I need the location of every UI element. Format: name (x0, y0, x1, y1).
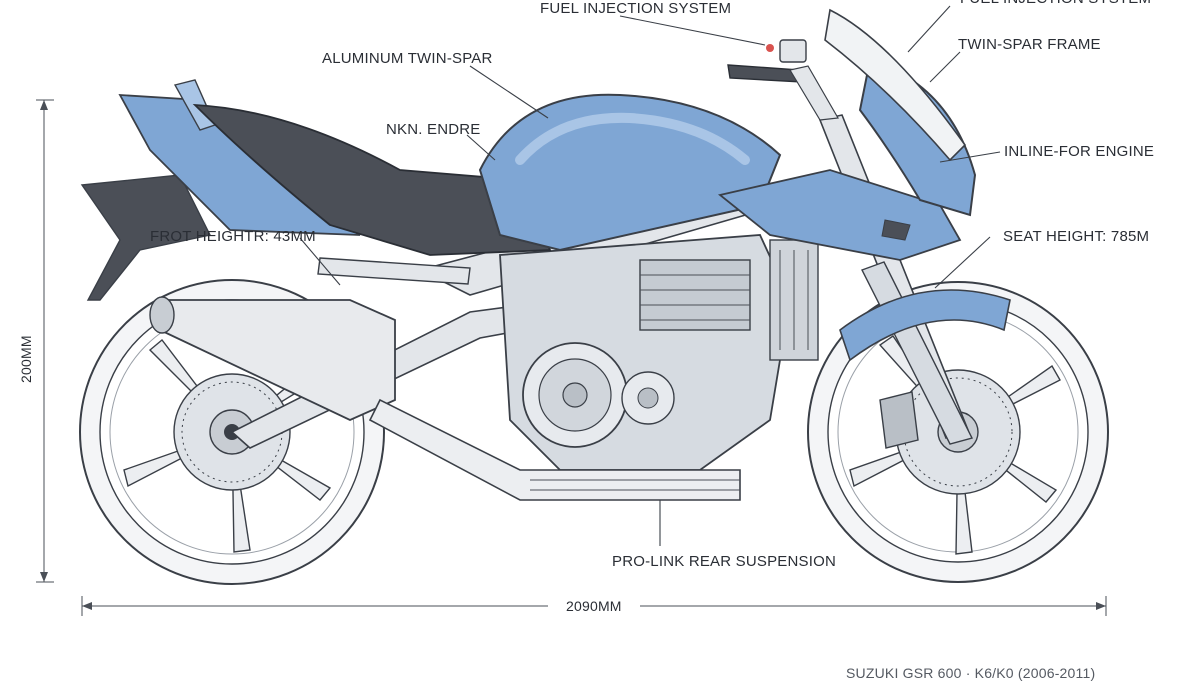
exhaust (149, 296, 741, 501)
label-front-height: FROT HEIGHTR: 43MM (150, 228, 316, 245)
label-nkn-endre: NKN. ENDRE (386, 121, 481, 138)
label-seat-height: SEAT HEIGHT: 785M (1003, 228, 1150, 245)
front-fender (839, 289, 1011, 362)
length-dimension-line (81, 596, 1107, 616)
label-twin-spar-frame: TWIN-SPAR FRAME (958, 36, 1101, 53)
engine (499, 234, 819, 471)
length-dimension-label: 2090MM (566, 598, 622, 614)
fuel-tank (478, 93, 782, 252)
label-fuel-injection-right: FUEL INJECTION SYSTEM (960, 0, 1151, 8)
footer-caption: SUZUKI GSR 600 · K6/K0 (2006-2011) (846, 665, 1096, 681)
height-dimension-label: 200MM (18, 335, 34, 383)
label-aluminum-twin-spar: ALUMINUM TWIN-SPAR (322, 50, 493, 67)
label-inline-engine: INLINE-FOR ENGINE (1004, 143, 1155, 160)
callout-lines (299, 5, 1001, 546)
handlebar (727, 39, 839, 121)
label-pro-link: PRO-LINK REAR SUSPENSION (612, 553, 837, 570)
label-fuel-injection-top: FUEL INJECTION SYSTEM (540, 0, 732, 17)
front-fairing (717, 8, 977, 261)
height-dimension-line (36, 99, 54, 583)
